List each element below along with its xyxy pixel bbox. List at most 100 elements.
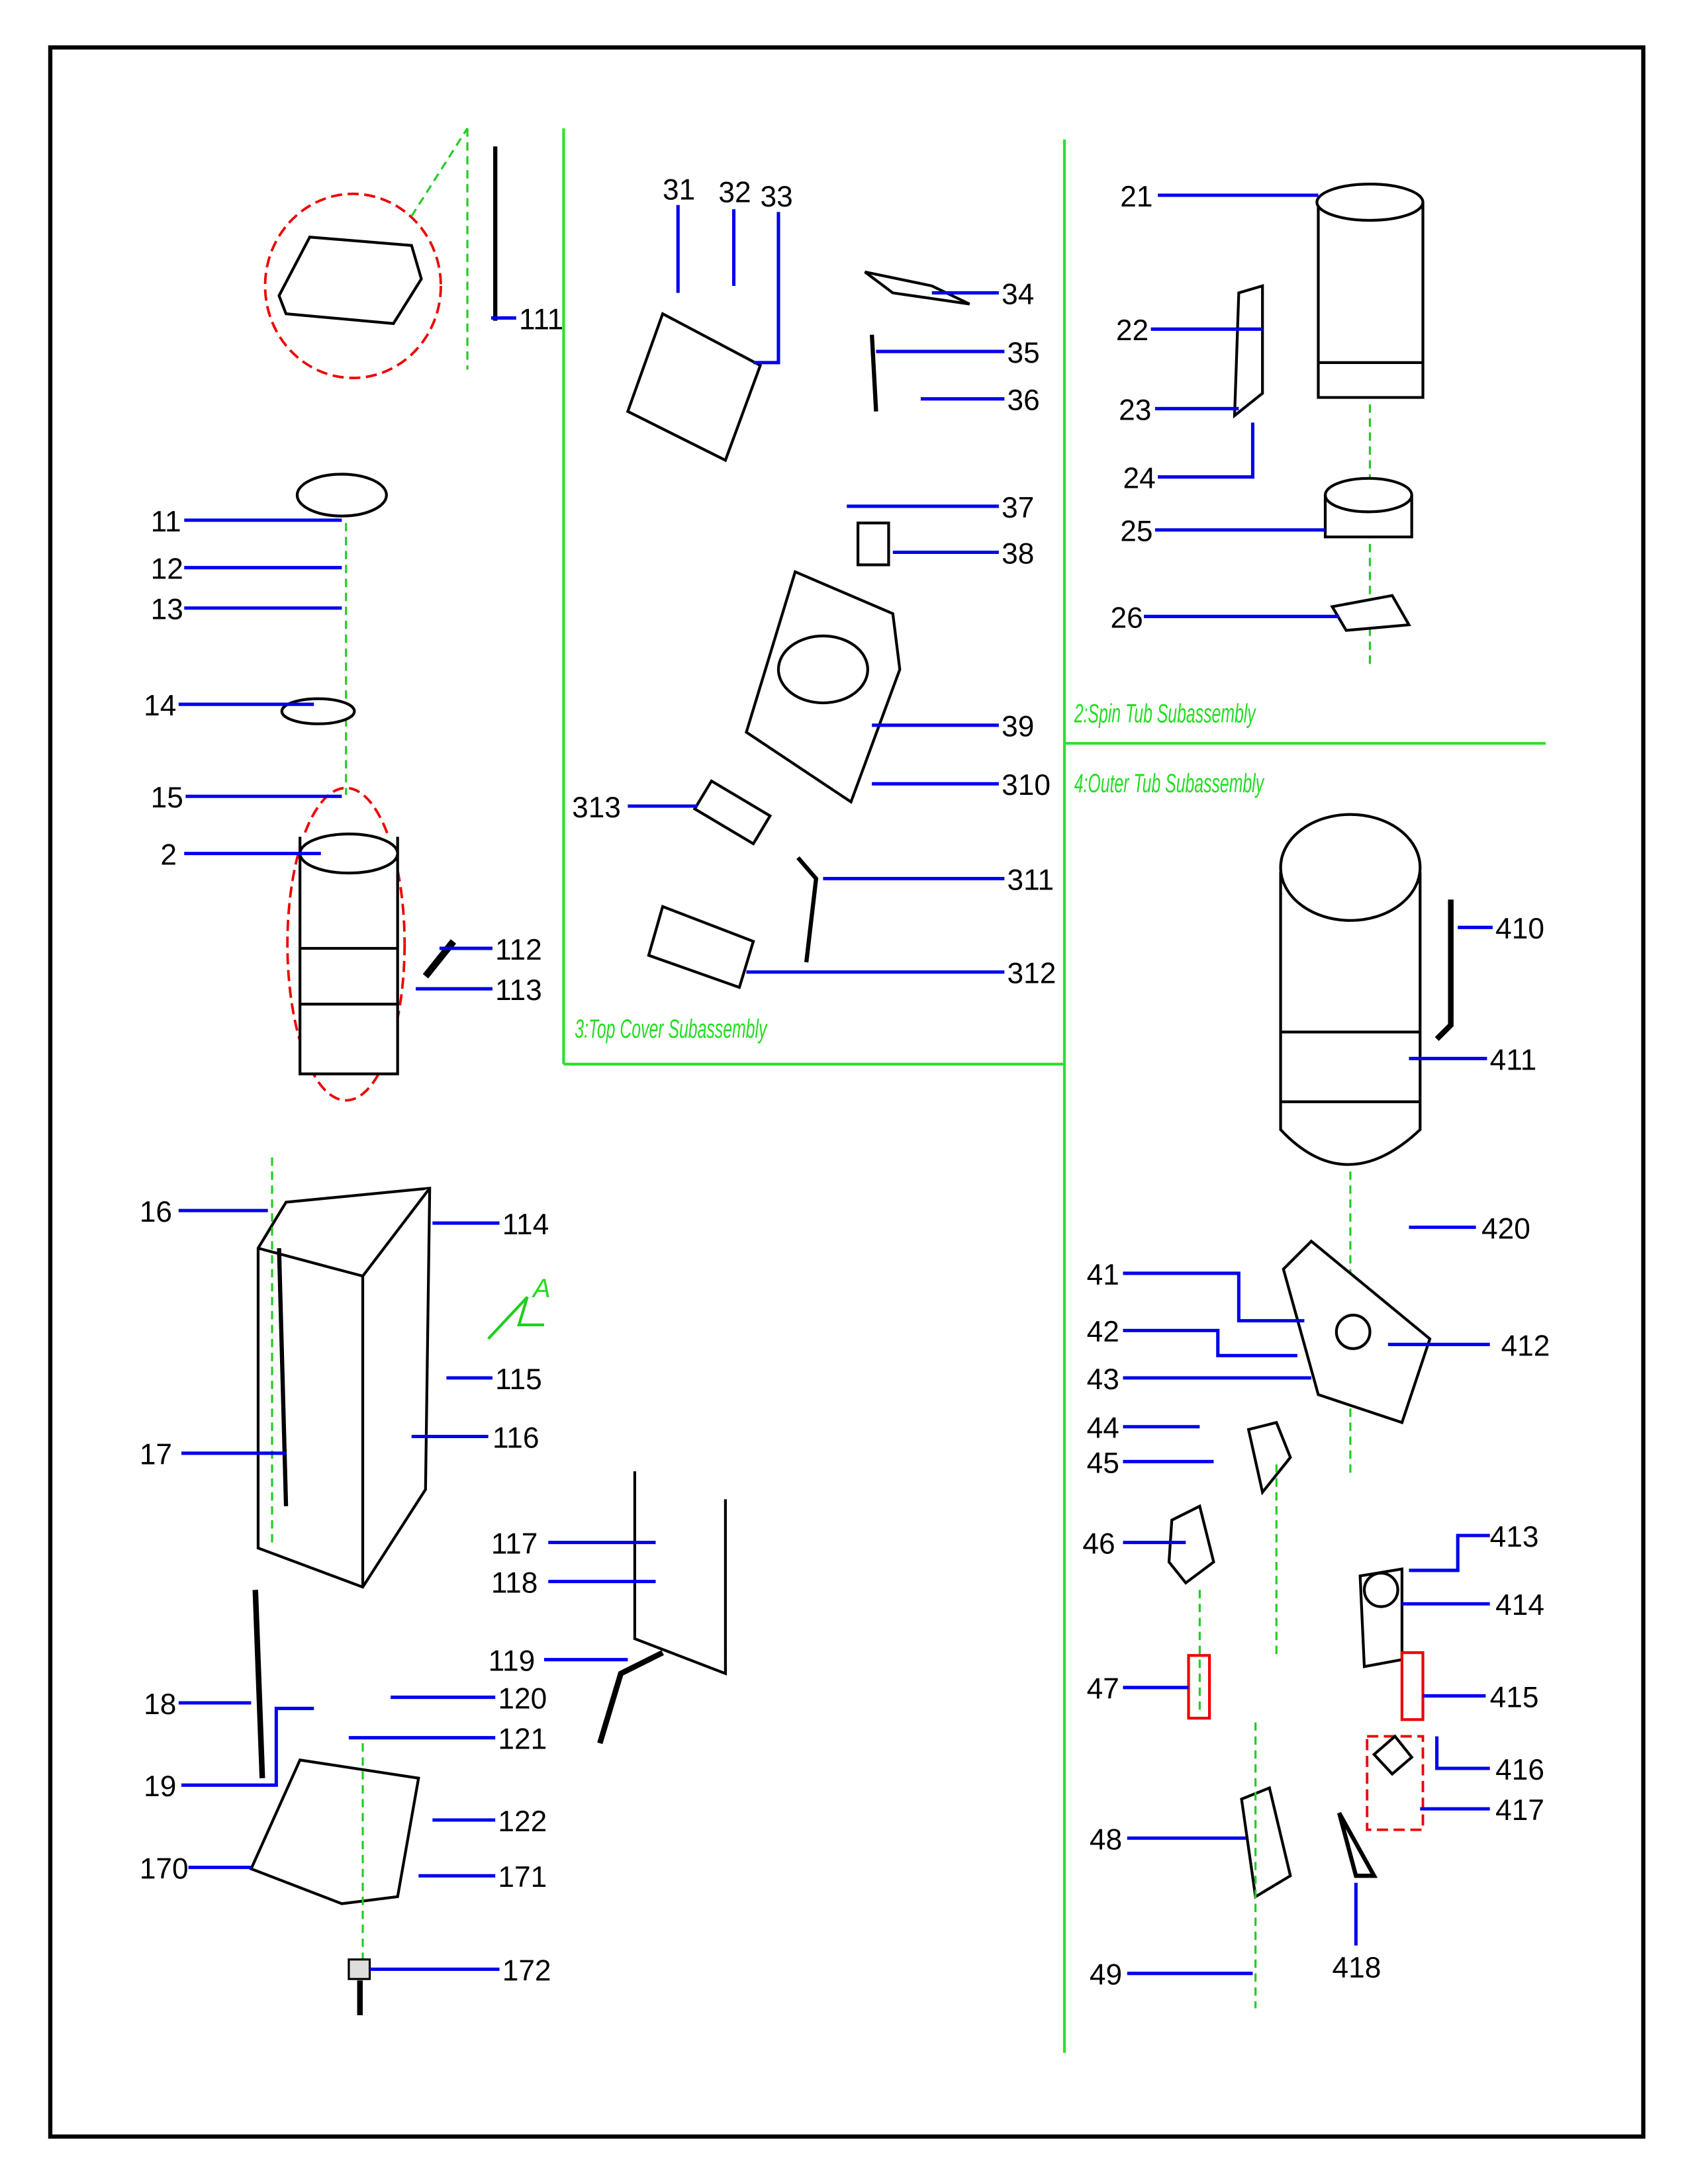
part-number: 11 (151, 506, 181, 538)
part-number: 33 (761, 181, 793, 213)
part-callout-414: 414 (1401, 1589, 1544, 1621)
part-number: 32 (718, 177, 751, 209)
part-callout-418: 418 (1333, 1882, 1382, 1984)
part-number: 15 (151, 782, 183, 814)
part-number: 13 (151, 594, 183, 626)
part-callout-31: 31 (663, 173, 695, 293)
part-callout-36: 36 (920, 385, 1040, 417)
part-callout-116: 116 (411, 1422, 539, 1454)
part-number: 42 (1087, 1316, 1119, 1348)
part-number: 414 (1495, 1589, 1544, 1621)
part-callout-170: 170 (140, 1853, 252, 1886)
part-callout-121: 121 (348, 1723, 547, 1756)
part-callout-38: 38 (892, 537, 1034, 570)
part-number: 114 (502, 1208, 549, 1241)
part-callout-23: 23 (1119, 394, 1239, 426)
part-callout-42: 42 (1087, 1316, 1297, 1357)
part-callout-111: 111 (491, 303, 563, 336)
part-number: 120 (498, 1682, 547, 1715)
part-number: 415 (1490, 1681, 1539, 1713)
part-number: 24 (1123, 463, 1155, 495)
part-callout-412: 412 (1387, 1330, 1550, 1362)
part-number: 22 (1116, 314, 1149, 347)
page-frame (48, 45, 1646, 2139)
section-title-spin-tub: 2:Spin Tub Subassembly (1074, 700, 1257, 729)
part-callout-312: 312 (746, 958, 1056, 990)
part-number: 416 (1495, 1754, 1544, 1786)
part-callout-13: 13 (151, 594, 342, 626)
part-callout-115: 115 (446, 1363, 542, 1396)
part-number: 111 (519, 303, 563, 336)
part-number: 418 (1333, 1952, 1382, 1984)
part-number: 34 (1002, 278, 1034, 310)
part-number: 117 (491, 1528, 538, 1561)
part-callout-113: 113 (416, 974, 542, 1007)
part-callout-410: 410 (1458, 913, 1544, 945)
part-callout-114: 114 (432, 1208, 549, 1241)
part-callout-15: 15 (151, 782, 342, 814)
part-callout-44: 44 (1087, 1412, 1200, 1445)
part-number: 311 (1008, 864, 1055, 896)
leader-line (1123, 1328, 1297, 1357)
part-number: 39 (1002, 711, 1034, 743)
part-callout-119: 119 (489, 1645, 628, 1678)
part-drawings: A (249, 128, 1454, 2016)
part-callout-41: 41 (1087, 1259, 1305, 1323)
part-callout-25: 25 (1120, 516, 1326, 548)
part-callout-11: 11 (151, 506, 342, 538)
part-callout-19: 19 (144, 1706, 314, 1803)
part-callout-45: 45 (1087, 1447, 1214, 1479)
part-callout-117: 117 (491, 1528, 656, 1561)
section-title-top-cover: 3:Top Cover Subassembly (575, 1015, 768, 1044)
part-callout-313: 313 (572, 792, 698, 824)
part-number: 121 (498, 1723, 547, 1756)
part-callout-46: 46 (1082, 1528, 1186, 1561)
part-number: 411 (1490, 1044, 1537, 1076)
part-number: 410 (1495, 913, 1544, 945)
part-number: 38 (1002, 537, 1034, 570)
part-number: 115 (495, 1363, 542, 1396)
section-dividers (562, 128, 1546, 2053)
part-callout-310: 310 (872, 769, 1051, 801)
part-callout-17: 17 (140, 1439, 287, 1471)
part-callout-18: 18 (144, 1688, 252, 1721)
section-title-outer-tub: 4:Outer Tub Subassembly (1074, 769, 1265, 798)
part-number: 312 (1008, 958, 1056, 990)
part-number: 47 (1087, 1673, 1119, 1706)
part-number: 46 (1082, 1528, 1115, 1561)
part-number: 49 (1090, 1959, 1122, 1991)
part-callout-43: 43 (1087, 1363, 1311, 1396)
part-callout-12: 12 (151, 553, 342, 586)
part-number: 36 (1008, 385, 1040, 417)
part-number: 412 (1501, 1330, 1550, 1362)
part-number: 31 (663, 173, 695, 206)
part-number: 41 (1087, 1259, 1119, 1291)
part-number: 25 (1120, 516, 1152, 548)
leader-line (753, 212, 780, 365)
part-number: 37 (1002, 492, 1034, 524)
part-number: 172 (502, 1954, 551, 1987)
part-callout-420: 420 (1409, 1212, 1530, 1245)
part-number: 43 (1087, 1363, 1119, 1396)
part-number: 35 (1008, 337, 1040, 369)
part-callout-47: 47 (1087, 1673, 1189, 1706)
part-number: 18 (144, 1688, 176, 1721)
part-number: 413 (1490, 1521, 1539, 1553)
part-number: 26 (1110, 602, 1143, 634)
part-number: 12 (151, 553, 183, 586)
part-callout-416: 416 (1435, 1736, 1544, 1786)
part-callout-39: 39 (872, 711, 1034, 743)
part-number: 112 (495, 934, 542, 966)
leader-line (1123, 1271, 1305, 1323)
part-number: 119 (489, 1645, 536, 1678)
part-callout-48: 48 (1090, 1823, 1246, 1856)
part-number: 122 (498, 1805, 547, 1838)
part-number: 48 (1090, 1823, 1122, 1856)
part-number: 16 (140, 1196, 172, 1228)
part-callout-32: 32 (718, 177, 751, 286)
part-callout-2: 2 (160, 839, 321, 872)
part-callout-26: 26 (1110, 602, 1340, 634)
part-callout-37: 37 (847, 492, 1034, 524)
